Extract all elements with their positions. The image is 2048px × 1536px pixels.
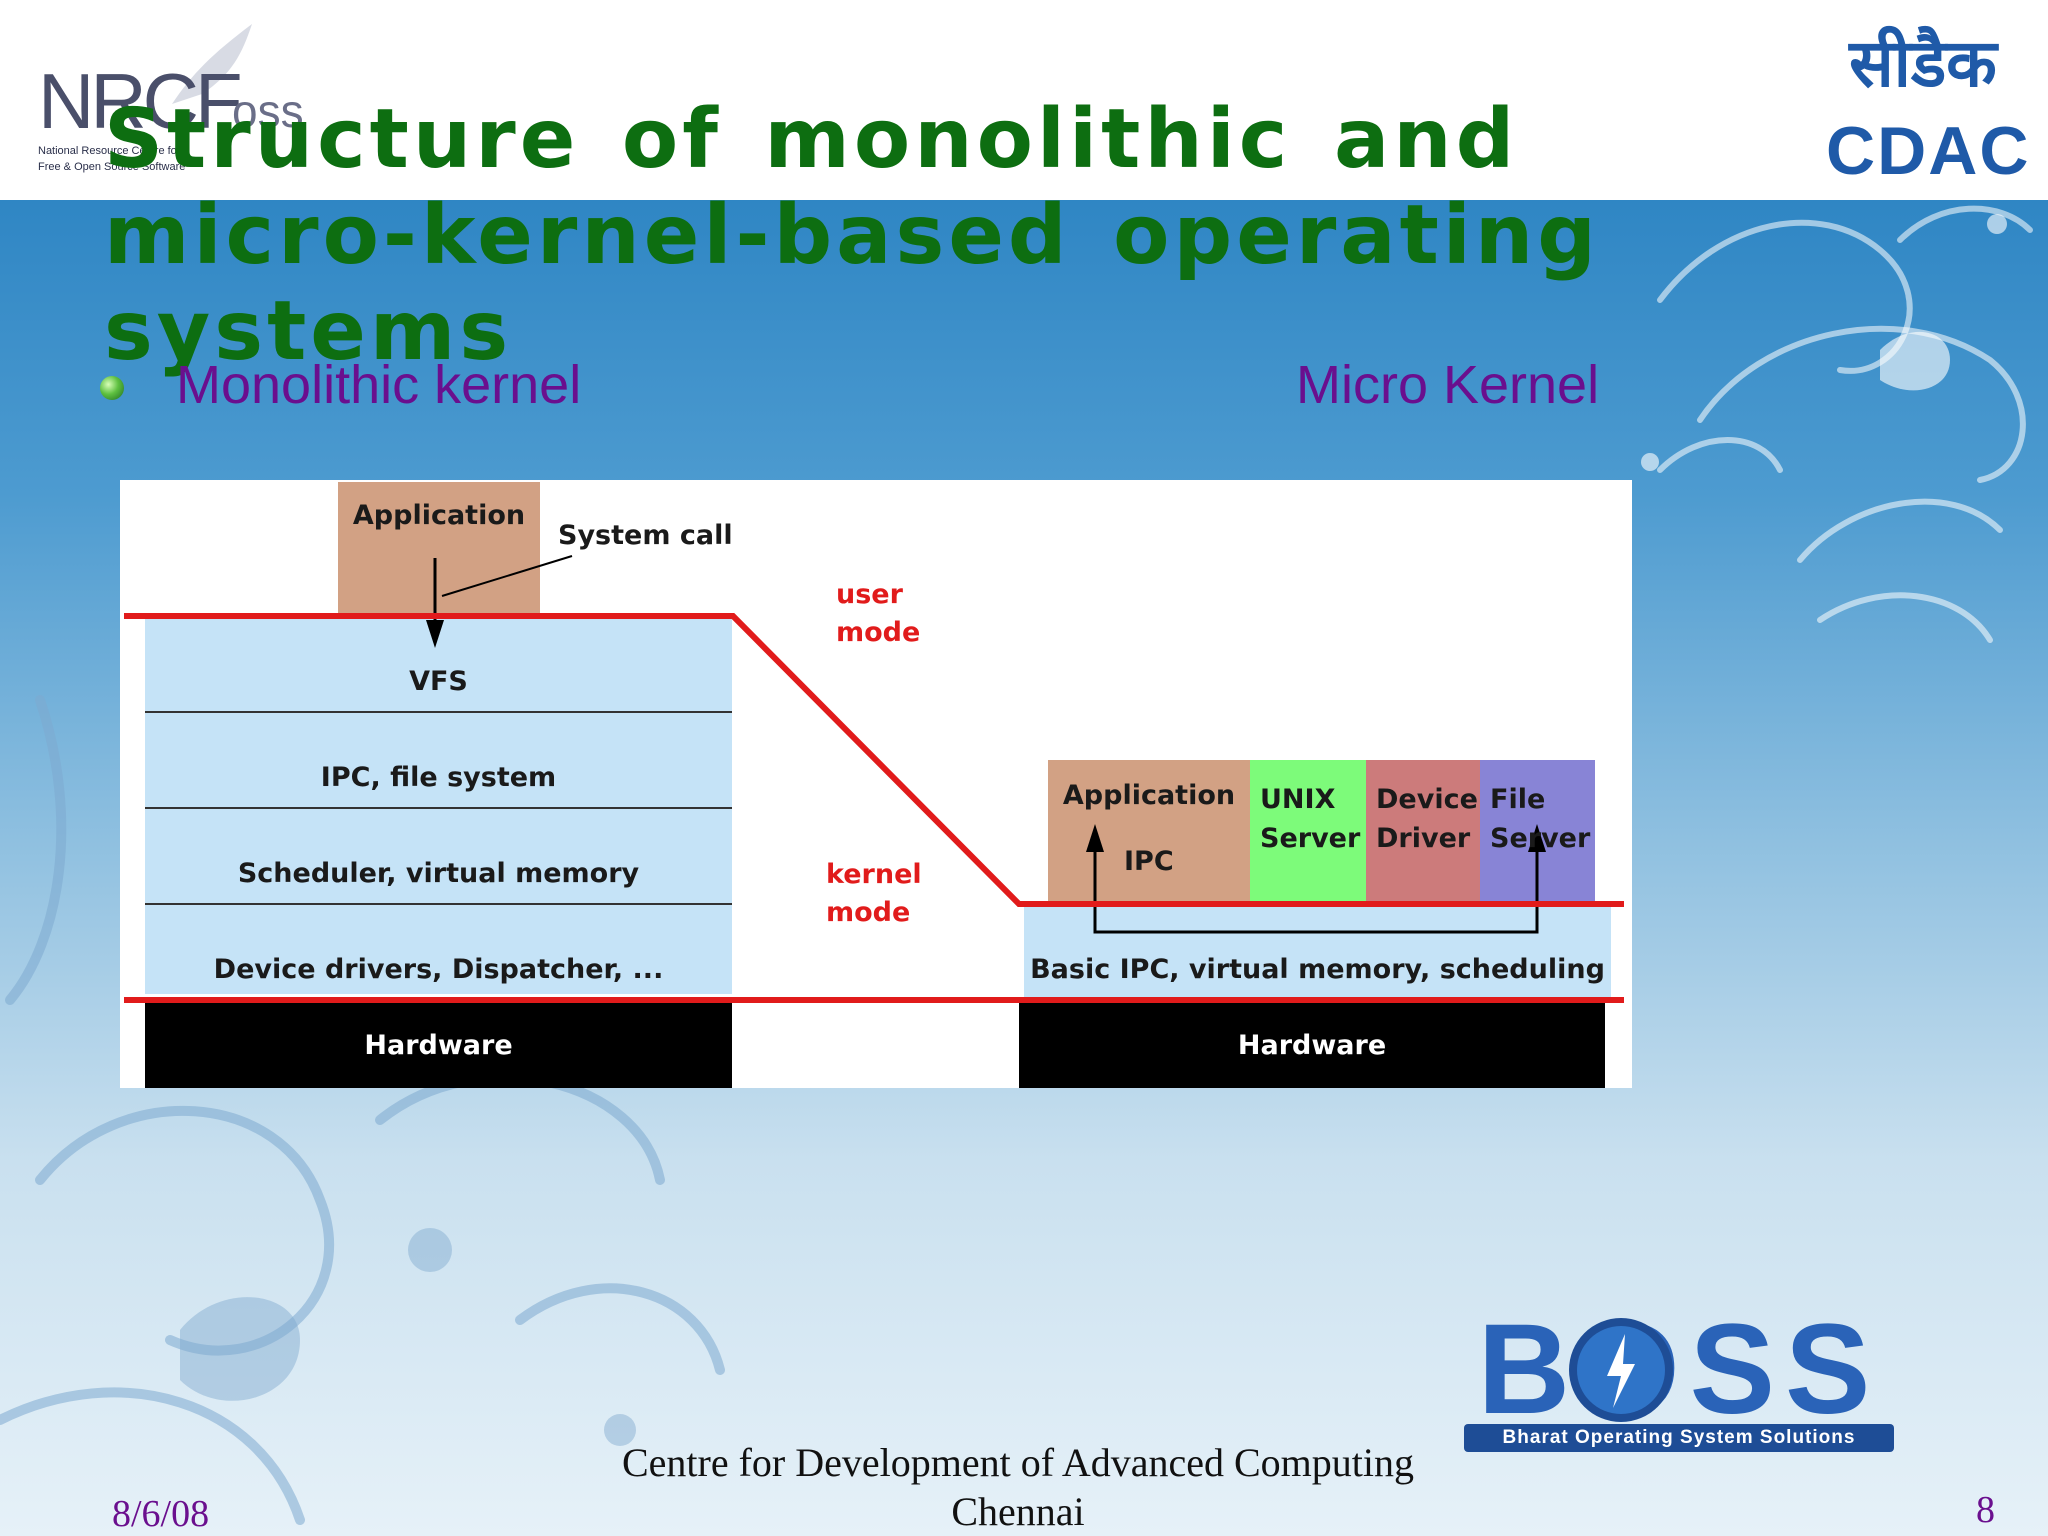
micro-hardware-box (1019, 1002, 1605, 1088)
boss-logo: BOSS Bharat Operating System Solutions (1460, 1298, 1898, 1454)
footer-organization: Centre for Development of Advanced Compu… (560, 1438, 1476, 1536)
system-call-label: System call (558, 520, 733, 551)
kernel-structure-diagram: Application System call VFS IPC, file sy… (120, 480, 1632, 1088)
footer-date: 8/6/08 (112, 1493, 210, 1535)
nrcfoss-logo-main: NRCF (38, 57, 243, 145)
footer-org-line2: Chennai (951, 1489, 1085, 1534)
user-mode-line2: mode (836, 617, 921, 648)
mono-layer-ipc-fs: IPC, file system (320, 762, 557, 793)
cdac-logo: सीडैक CDAC (1826, 16, 2028, 189)
bullet-icon (100, 376, 124, 400)
file-server-line1: File (1490, 784, 1546, 815)
micro-application-label: Application (1062, 780, 1236, 811)
micro-kernel-box (1024, 906, 1611, 998)
user-mode-label: user mode (836, 576, 920, 652)
unix-server-line2: Server (1260, 823, 1361, 854)
cdac-logo-hindi: सीडैक (1849, 25, 1997, 102)
ipc-arrow-head-left (1086, 824, 1104, 852)
micro-device-driver-label: Device Driver (1376, 780, 1478, 858)
boss-logo-caption: Bharat Operating System Solutions (1464, 1424, 1894, 1452)
syscall-callout-line (441, 555, 573, 597)
heading-micro-kernel: Micro Kernel (1296, 355, 1600, 415)
mono-application-box (338, 482, 540, 616)
nrcfoss-sub-line1: National Resource Centre for (38, 145, 181, 157)
micro-unix-server-label: UNIX Server (1260, 780, 1360, 858)
kernel-mode-line2: mode (826, 897, 911, 928)
unix-server-line1: UNIX (1260, 784, 1336, 815)
micro-application-box (1048, 760, 1250, 902)
mono-layer-scheduler: Scheduler, virtual memory (237, 858, 640, 889)
nrcfoss-logo-oss: oss (232, 85, 304, 137)
user-mode-line1: user (836, 579, 903, 610)
nrcfoss-logo-subtitle: National Resource Centre for Free & Open… (38, 143, 185, 175)
syscall-arrow-head (426, 620, 444, 648)
cdac-logo-latin: CDAC (1826, 113, 2031, 189)
device-driver-line2: Driver (1376, 823, 1471, 854)
micro-kernel-label: Basic IPC, virtual memory, scheduling (1030, 954, 1605, 985)
micro-hardware-label: Hardware (1237, 1030, 1387, 1061)
dove-icon (172, 24, 252, 104)
mono-hardware-box (145, 1002, 732, 1088)
mono-layer-drivers: Device drivers, Dispatcher, ... (213, 954, 664, 985)
mono-hardware-label: Hardware (364, 1030, 513, 1061)
kernel-mode-line1: kernel (826, 859, 922, 890)
mode-boundary-line (124, 613, 1624, 907)
nrcfoss-sub-line2: Free & Open Source Software (38, 161, 186, 173)
kernel-mode-label: kernel mode (826, 856, 922, 932)
footer-org-line1: Centre for Development of Advanced Compu… (621, 1440, 1415, 1485)
boss-globe-icon (1569, 1318, 1673, 1422)
nrcfoss-logo (32, 14, 332, 184)
device-driver-line1: Device (1376, 784, 1478, 815)
micro-file-server-label: File Server (1490, 780, 1590, 858)
mono-layer-vfs: VFS (409, 666, 468, 697)
micro-device-driver-box (1366, 760, 1480, 902)
slide-title: Structure of monolithic and micro-kernel… (104, 92, 1600, 379)
ipc-path-line (1093, 840, 1539, 934)
ipc-arrow-head-right (1528, 824, 1546, 852)
boss-logo-letters: BOSS (1477, 1298, 1881, 1441)
bullet-monolithic-kernel: Monolithic kernel (176, 355, 582, 415)
header-band (0, 0, 2048, 200)
mono-application-label: Application (352, 500, 526, 531)
diagram-shapes (124, 482, 1624, 1088)
micro-unix-server-box (1250, 760, 1366, 902)
micro-ipc-label: IPC (1124, 846, 1174, 877)
slide-number: 8 (1976, 1489, 1995, 1531)
file-server-line2: Server (1490, 823, 1591, 854)
mono-kernel-box (145, 614, 732, 994)
